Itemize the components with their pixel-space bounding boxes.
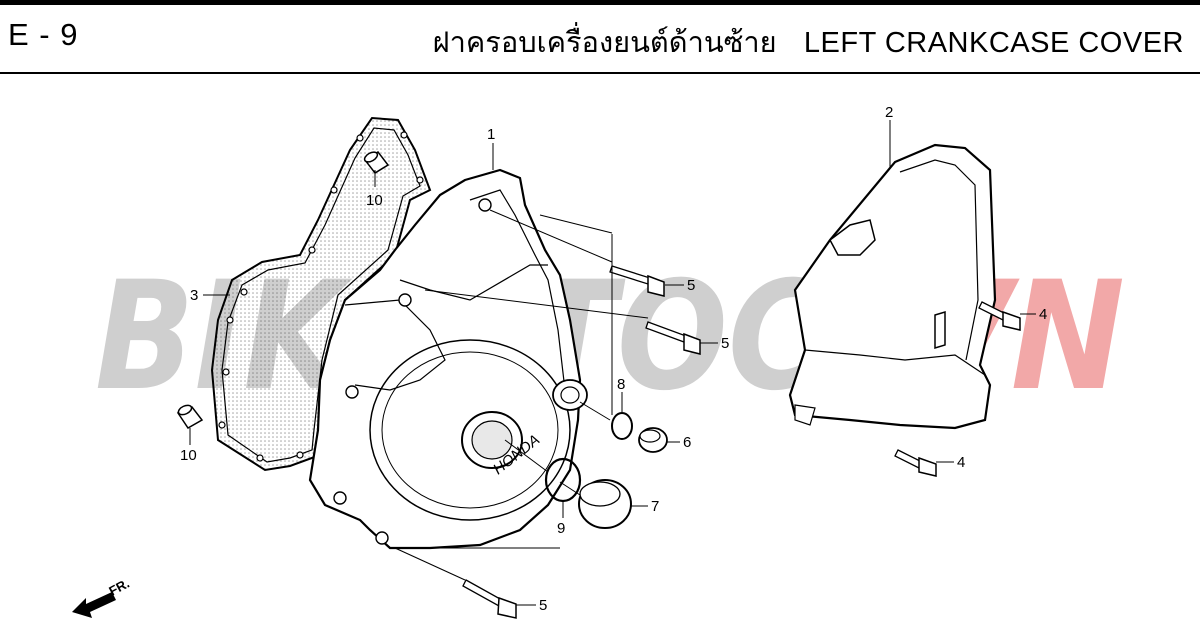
page-header: E - 9 ฝาครอบเครื่องยนต์ด้านซ้าย LEFT CRA… [0,0,1200,74]
bolt-part-5-lower [462,579,517,619]
bolt-part-4-lower [894,449,937,477]
callout-part-4-upper: 4 [1039,306,1047,323]
cover-part-2 [788,143,997,430]
callout-part-5-upper: 5 [687,277,695,294]
crankcase-cover-part-1: HONDA [308,168,588,550]
front-direction-arrow-icon: FR. [72,576,132,618]
callout-part-3: 3 [190,287,198,304]
dowel-pin-part-10-lower [176,404,204,429]
callout-part-9: 9 [557,520,565,537]
leader-lines [189,120,1036,606]
o-ring-part-8 [611,412,633,440]
bolt-part-4-upper [978,301,1021,331]
callout-part-8: 8 [617,376,625,393]
callout-labels: 1 2 3 4 4 5 5 5 6 7 8 9 10 10 [180,104,1047,614]
callout-part-6: 6 [683,434,691,451]
parts-diagram: BIKESTOCK VN [0,74,1200,626]
callout-part-10-lower: 10 [180,447,197,464]
page-title: ฝาครอบเครื่องยนต์ด้านซ้าย LEFT CRANKCASE… [433,19,1184,65]
dowel-pin-part-10-upper [363,151,390,174]
page-title-thai: ฝาครอบเครื่องยนต์ด้านซ้าย [432,25,777,59]
bolt-part-5-upper [609,265,665,297]
callout-part-5-lower: 5 [539,597,547,614]
callout-part-5-middle: 5 [721,335,729,352]
plug-part-6 [638,427,668,453]
bolt-part-5-middle [645,321,701,355]
page-code: E - 9 [8,17,79,52]
page-title-english: LEFT CRANKCASE COVER [803,27,1184,59]
callout-part-2: 2 [885,104,893,121]
cap-part-7 [578,479,632,529]
callout-part-10-upper: 10 [366,192,383,209]
gasket-part-3 [210,116,432,472]
callout-part-4-lower: 4 [957,454,965,471]
o-ring-part-9 [544,457,582,503]
callout-part-7: 7 [651,498,659,515]
callout-part-1: 1 [487,126,495,143]
